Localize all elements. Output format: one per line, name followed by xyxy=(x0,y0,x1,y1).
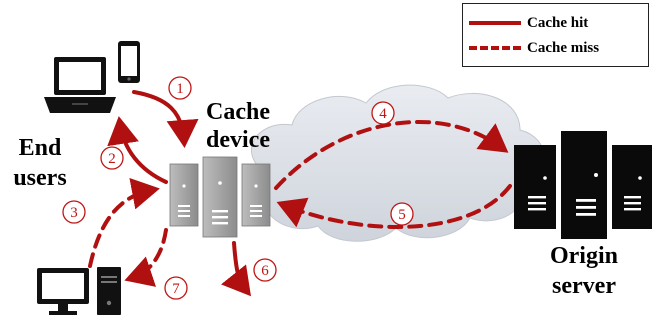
cache-device-label-line2: device xyxy=(206,127,270,153)
origin-server-icon xyxy=(514,131,652,239)
step-6-marker: 6 xyxy=(253,258,277,282)
arrow-step-6 xyxy=(221,241,251,297)
legend-label-cache-hit: Cache hit xyxy=(527,14,589,31)
svg-text:5: 5 xyxy=(398,207,406,223)
end-users-label-line1: End xyxy=(18,135,62,161)
origin-server-label: Origin server xyxy=(528,244,640,298)
end-users-label-line2: users xyxy=(13,165,67,191)
svg-text:4: 4 xyxy=(379,106,387,122)
cache-device-label-line1: Cache xyxy=(206,99,270,125)
arrow-step-2 xyxy=(107,116,168,184)
step-5-marker: 5 xyxy=(390,202,414,226)
svg-text:3: 3 xyxy=(70,205,78,221)
arrow-step-4 xyxy=(274,120,509,190)
arrow-step-5 xyxy=(276,184,512,229)
svg-text:7: 7 xyxy=(172,281,180,297)
svg-text:6: 6 xyxy=(261,263,269,279)
dashed-line-swatch xyxy=(469,46,521,50)
desktop-computer-icon xyxy=(37,267,121,315)
step-3-marker: 3 xyxy=(62,200,86,224)
legend-label-cache-miss: Cache miss xyxy=(527,39,600,56)
origin-server-label-line2: server xyxy=(552,273,616,299)
step-markers: 1 2 3 4 5 6 7 xyxy=(62,76,414,300)
arrow-step-1 xyxy=(132,90,199,148)
cache-device-label: Cache device xyxy=(190,100,286,152)
legend-item-cache-hit: Cache hit xyxy=(469,13,588,33)
step-4-marker: 4 xyxy=(371,101,395,125)
svg-text:1: 1 xyxy=(176,81,184,97)
arrow-step-7 xyxy=(124,228,168,287)
arrow-step-3 xyxy=(88,177,160,268)
cache-server-icon xyxy=(169,156,271,238)
end-users-label: End users xyxy=(0,136,80,190)
step-1-marker: 1 xyxy=(168,76,192,100)
smartphone-icon xyxy=(118,41,140,83)
svg-text:2: 2 xyxy=(108,151,116,167)
step-2-marker: 2 xyxy=(100,146,124,170)
origin-server-label-line1: Origin xyxy=(549,243,618,269)
step-7-marker: 7 xyxy=(164,276,188,300)
laptop-icon xyxy=(44,57,116,113)
legend: Cache hit Cache miss xyxy=(462,3,649,67)
legend-item-cache-miss: Cache miss xyxy=(469,38,599,58)
solid-line-swatch xyxy=(469,21,521,25)
